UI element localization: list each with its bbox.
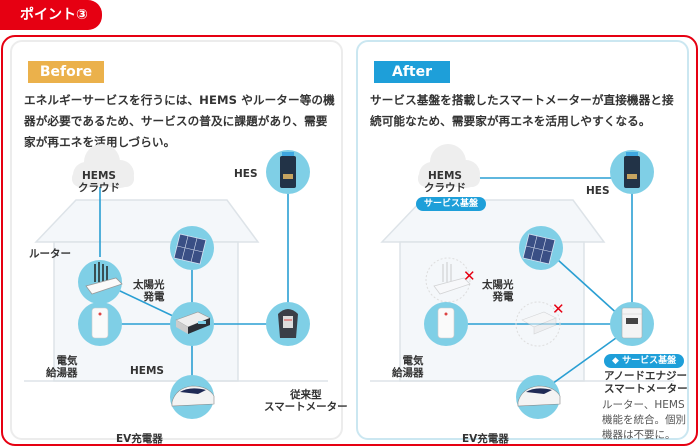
meter-label: アノードエナジースマートメーター: [604, 370, 688, 395]
smart-meter-icon: [278, 309, 298, 338]
server-icon: [280, 152, 296, 188]
meter-service-badge: ◆ サービス基盤: [604, 354, 685, 368]
solar-label: 太陽光発電: [482, 279, 514, 303]
removed-router-node: [425, 257, 471, 303]
ev-car-icon: [171, 385, 215, 407]
hes-label: HES: [586, 185, 610, 197]
cloud-icon: [72, 144, 134, 188]
cloud-icon: [418, 144, 480, 188]
ev-label: EV充電器: [462, 433, 509, 445]
before-tag: Before: [28, 61, 104, 83]
water-heater-icon: [91, 307, 109, 339]
meter-label: 従来型スマートメーター: [264, 389, 348, 413]
removed-hems-node: [515, 301, 561, 347]
cloud-service-badge: サービス基盤: [416, 197, 487, 211]
house-roof: [34, 199, 260, 243]
after-tag: After: [374, 61, 450, 83]
hems-device-icon: [175, 311, 211, 334]
solar-panel-icon: [522, 233, 556, 265]
point-tab: ポイント③: [0, 0, 102, 30]
house-body: [53, 241, 239, 382]
server-icon: [624, 152, 640, 188]
ev-label: EV充電器: [116, 433, 163, 445]
ev-car-icon: [517, 385, 561, 407]
removed-router-mark: ✕: [463, 267, 476, 285]
water-heater-label: 電気給湯器: [46, 355, 78, 379]
after-panel: After サービス基盤を搭載したスマートメーターが直接機器と接続可能なため、需…: [356, 40, 689, 445]
after-description: サービス基盤を搭載したスマートメーターが直接機器と接続可能なため、需要家が再エネ…: [370, 93, 674, 128]
router-icon: [85, 262, 123, 295]
water-heater-label: 電気給湯器: [392, 355, 424, 379]
house-roof: [380, 199, 606, 243]
router-label: ルーター: [29, 248, 71, 260]
before-diagram: [24, 144, 328, 419]
after-diagram: [370, 144, 674, 419]
before-panel: Before エネルギーサービスを行うには、HEMS やルーター等の機器が必要で…: [10, 40, 348, 445]
smart-meter-icon: [621, 307, 643, 339]
before-description: エネルギーサービスを行うには、HEMS やルーター等の機器が必要であるため、サー…: [24, 93, 335, 149]
hems-label: HEMS: [130, 365, 164, 377]
router-icon: [433, 262, 471, 295]
hes-label: HES: [234, 168, 258, 180]
removed-hems-mark: ✕: [552, 300, 565, 318]
solar-panel-icon: [173, 233, 207, 265]
hems-device-icon: [521, 311, 557, 335]
solar-label: 太陽光発電: [133, 279, 165, 303]
water-heater-icon: [437, 307, 455, 339]
